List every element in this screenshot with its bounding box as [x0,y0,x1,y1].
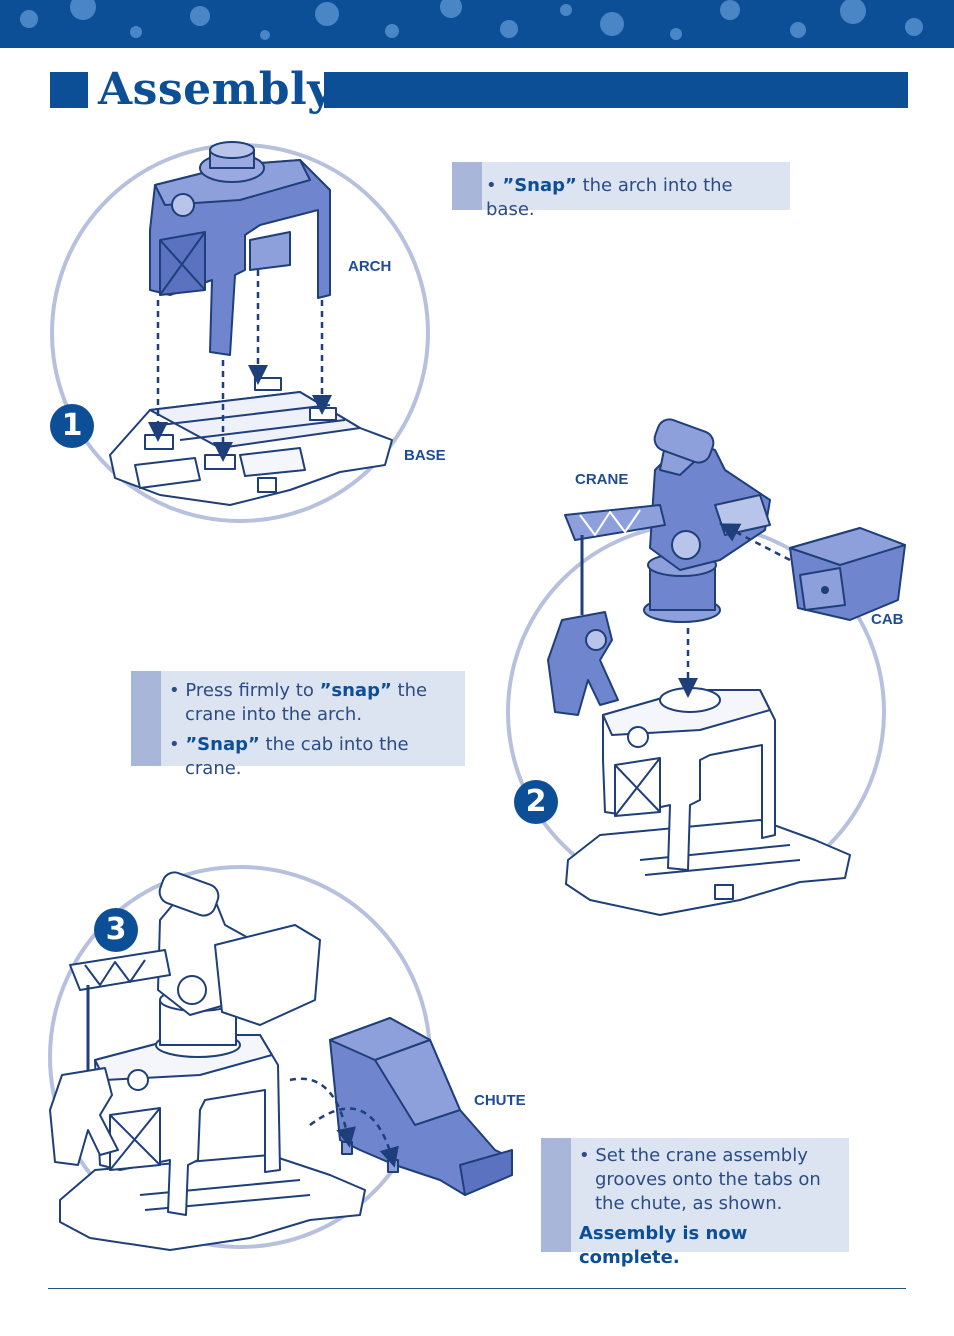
step1-instruction: • ”Snap” the arch into the base. [452,162,790,220]
note1-text: the arch into the base. [486,175,733,220]
step-3-badge: 3 [94,908,138,952]
note2-line1: • Press firmly to ”snap” the crane into … [169,680,428,725]
step3-instruction: • Set the crane assembly grooves onto th… [541,1138,849,1268]
arch-part [149,141,331,356]
label-arch: ARCH [348,258,392,275]
chute-part [329,1017,513,1196]
note2-line2: • ”Snap” the cab into the crane. [169,734,409,779]
title-bar-left [50,72,88,108]
header-band [0,0,954,48]
cab-part [789,527,906,621]
note1-bold: ”Snap” [502,175,577,196]
bottom-rule [48,1288,906,1289]
note3-complete: Assembly is now complete. [579,1223,748,1268]
label-chute: CHUTE [474,1092,526,1109]
step1-arrows [148,270,332,462]
step-2-badge: 2 [514,780,558,824]
step2-instruction: • Press firmly to ”snap” the crane into … [131,671,465,779]
label-base: BASE [404,447,446,464]
label-crane: CRANE [575,471,629,488]
title-bar-right [324,72,908,108]
step-1-badge: 1 [50,404,94,448]
step3-illustration [48,865,513,1251]
page-title: Assembly [98,64,334,115]
label-cab: CAB [871,611,904,628]
step2-illustration [506,418,906,916]
bullet: • [486,175,497,196]
step1-illustration [50,141,430,523]
crane-part [547,418,771,716]
note3-line1: • Set the crane assembly grooves onto th… [579,1145,821,1214]
base-part [109,377,393,506]
